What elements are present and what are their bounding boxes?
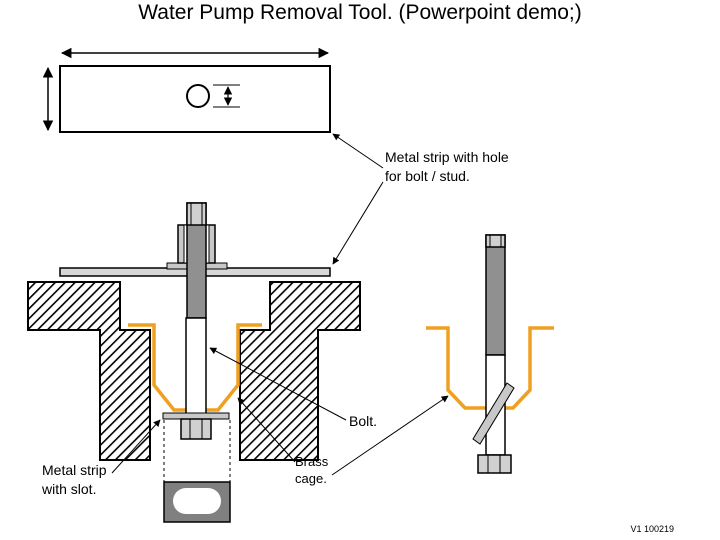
- bolt-left: [162, 202, 230, 440]
- bolt-right-assembly: [426, 234, 554, 474]
- label-brass-cage: Brass cage.: [295, 454, 329, 486]
- label-bolt: Bolt.: [349, 413, 378, 429]
- leader-lines: [111, 133, 449, 476]
- version-stamp: V1 100219: [630, 524, 674, 534]
- slot: [173, 488, 221, 514]
- bolt-hole: [186, 84, 210, 108]
- label-metal-strip-hole: Metal strip with hole for bolt / stud.: [385, 149, 509, 184]
- slide-title: Water Pump Removal Tool. (Powerpoint dem…: [138, 1, 582, 24]
- tilted-strip: [472, 382, 515, 445]
- label-metal-strip-slot: Metal strip with slot.: [42, 462, 107, 497]
- metal-strip-slot: [163, 420, 231, 523]
- metal-strip-plan-view: [42, 47, 331, 133]
